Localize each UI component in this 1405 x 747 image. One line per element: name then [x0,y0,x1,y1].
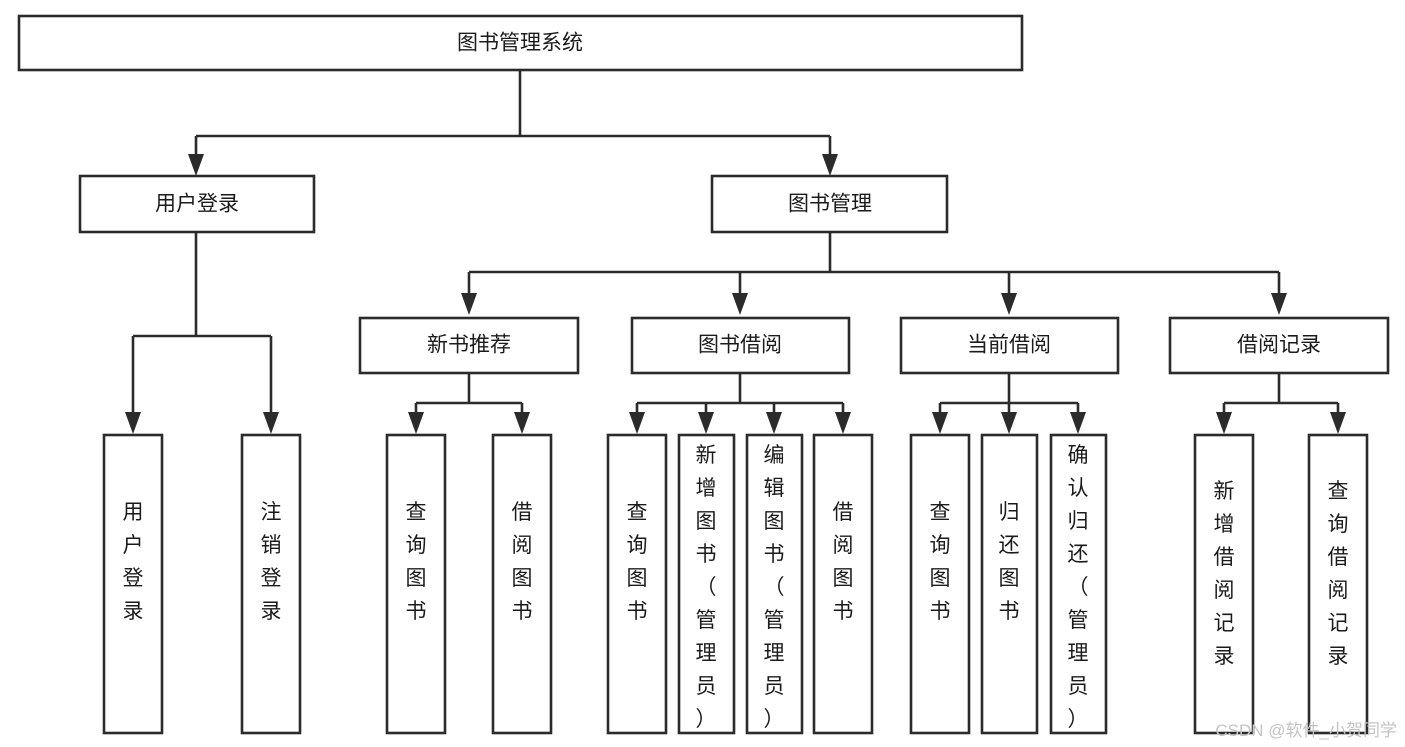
arrowhead-leaf-borrow-book-a [514,412,530,434]
arrowhead-current-borrow [1001,293,1017,315]
node-new-book-recommend-label: 新书推荐 [427,334,511,357]
arrowhead-leaf-borrow-book-b [835,412,851,434]
node-user-login-label: 用户登录 [155,193,239,216]
leaf-user-login-box[interactable] [102,433,164,735]
leaf-add-book[interactable]: 新增图书（管理员） [677,433,736,735]
leaf-query-record-label: 查询借阅记录 [1328,480,1349,668]
leaf-confirm-return[interactable]: 确认归还（管理员） [1049,433,1108,735]
node-user-login-box[interactable] [78,174,316,234]
node-borrow-record-box[interactable] [1168,316,1390,375]
leaf-return-book-label: 归还图书 [999,501,1020,623]
arrowhead-leaf-query-book-a [408,412,424,434]
leaf-borrow-book-a-label: 借阅图书 [512,501,533,623]
arrowhead-leaf-return-book [1001,412,1017,434]
leaf-borrow-book-b-label: 借阅图书 [833,501,854,623]
leaf-return-book-box[interactable] [980,433,1039,735]
leaf-user-login[interactable]: 用户登录 [102,433,164,735]
leaf-query-record[interactable]: 查询借阅记录 [1307,433,1369,735]
leaf-add-book-label: 新增图书（管理员） [696,444,717,731]
arrowhead-leaf-confirm-return [1070,412,1086,434]
arrowhead-book-borrow [732,293,748,315]
arrowhead-leaf-query-record [1330,412,1346,434]
leaf-borrow-book-a-box[interactable] [491,433,553,735]
leaf-add-record[interactable]: 新增借阅记录 [1193,433,1255,735]
arrowhead-leaf-query-book-c [932,412,948,434]
leaf-edit-book[interactable]: 编辑图书（管理员） [745,433,804,735]
arrowhead-leaf-add-record [1216,412,1232,434]
node-root-label: 图书管理系统 [457,32,583,55]
leaf-add-record-label: 新增借阅记录 [1214,480,1235,668]
arrowhead-leaf-edit-book [766,412,782,434]
leaf-edit-book-box[interactable] [745,433,804,735]
arrowhead-leaf-add-book [698,412,714,434]
leaf-user-login-label: 用户登录 [123,501,144,623]
node-current-borrow-box[interactable] [899,316,1120,375]
leaf-query-book-b-box[interactable] [606,433,668,735]
leaf-query-book-c-label: 查询图书 [930,501,951,623]
leaf-query-book-c[interactable]: 查询图书 [909,433,971,735]
node-new-book-recommend-box[interactable] [358,316,580,375]
leaf-borrow-book-b-box[interactable] [812,433,874,735]
leaf-return-book[interactable]: 归还图书 [980,433,1039,735]
leaf-confirm-return-box[interactable] [1049,433,1108,735]
node-borrow-record-label: 借阅记录 [1237,334,1321,357]
leaf-logout-label: 注销登录 [261,501,282,623]
node-book-manage[interactable]: 图书管理 [710,174,949,234]
node-borrow-record[interactable]: 借阅记录 [1168,316,1390,375]
leaf-borrow-book-a[interactable]: 借阅图书 [491,433,553,735]
arrowhead-book-manage [822,154,838,176]
arrowhead-leaf-logout [263,412,279,434]
leaf-query-book-c-box[interactable] [909,433,971,735]
leaf-query-book-a[interactable]: 查询图书 [385,433,447,735]
node-new-book-recommend[interactable]: 新书推荐 [358,316,580,375]
leaf-add-record-box[interactable] [1193,433,1255,735]
watermark-text: CSDN @软件_小贺同学 [1215,721,1397,740]
node-book-manage-label: 图书管理 [788,193,872,216]
node-current-borrow-label: 当前借阅 [967,334,1051,357]
node-book-borrow-box[interactable] [630,316,851,375]
leaf-query-record-box[interactable] [1307,433,1369,735]
arrowhead-leaf-user-login [125,412,141,434]
connector-group [125,70,1346,434]
arrowhead-new-book-recommend [461,293,477,315]
node-root[interactable]: 图书管理系统 [17,14,1024,72]
leaf-confirm-return-label: 确认归还（管理员） [1068,444,1089,731]
leaf-logout-box[interactable] [240,433,302,735]
leaf-edit-book-label: 编辑图书（管理员） [764,444,785,731]
node-root-box[interactable] [17,14,1024,72]
leaf-borrow-book-b[interactable]: 借阅图书 [812,433,874,735]
leaf-query-book-b[interactable]: 查询图书 [606,433,668,735]
arrowhead-borrow-record [1271,293,1287,315]
leaf-query-book-a-box[interactable] [385,433,447,735]
leaf-query-book-b-label: 查询图书 [627,501,648,623]
node-book-borrow[interactable]: 图书借阅 [630,316,851,375]
node-book-manage-box[interactable] [710,174,949,234]
arrowhead-leaf-query-book-b [629,412,645,434]
leaf-add-book-box[interactable] [677,433,736,735]
leaf-logout[interactable]: 注销登录 [240,433,302,735]
node-book-borrow-label: 图书借阅 [698,334,782,357]
arrowhead-user-login [188,154,204,176]
node-current-borrow[interactable]: 当前借阅 [899,316,1120,375]
node-user-login[interactable]: 用户登录 [78,174,316,234]
leaf-query-book-a-label: 查询图书 [406,501,427,623]
